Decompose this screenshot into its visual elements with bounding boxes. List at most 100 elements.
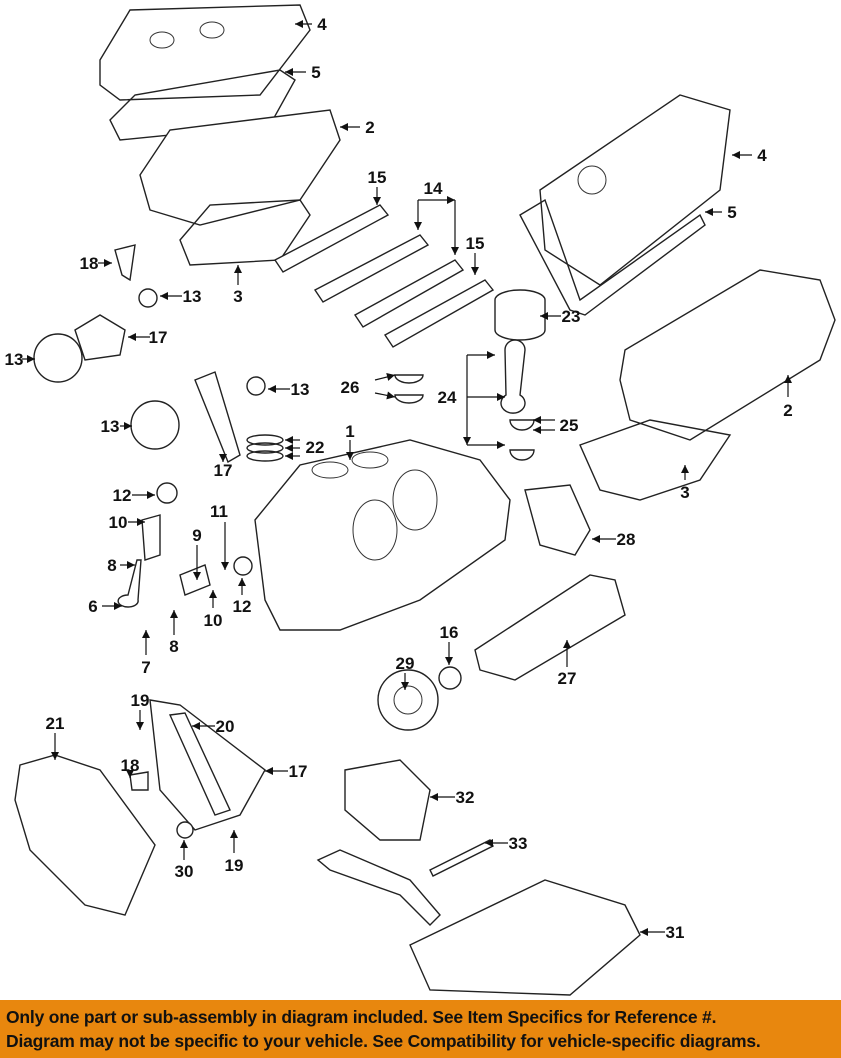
seal — [246, 376, 266, 396]
head-gasket-right — [579, 419, 732, 501]
callout-21: 21 — [46, 714, 65, 733]
connecting-rod — [500, 339, 526, 414]
valve-spring — [179, 564, 211, 596]
bearing-cap — [524, 484, 591, 556]
arrowhead-icon — [487, 351, 495, 359]
arrowhead-icon — [285, 452, 293, 460]
callout-17: 17 — [149, 328, 168, 347]
arrowhead-icon — [705, 208, 713, 216]
piston-rings — [246, 434, 284, 462]
callout-17: 17 — [289, 762, 308, 781]
arrowhead-icon — [386, 391, 395, 400]
oil-pan — [409, 879, 641, 996]
callout-19: 19 — [225, 856, 244, 875]
callout-8: 8 — [107, 556, 116, 575]
cylinder-bore — [392, 469, 438, 531]
arrowhead-icon — [540, 312, 548, 320]
oil-pump — [344, 759, 431, 841]
callout-3: 3 — [680, 483, 689, 502]
arrowhead-icon — [640, 928, 648, 936]
arrowhead-icon — [265, 767, 273, 775]
arrowhead-icon — [445, 657, 453, 665]
banner-line-2: Diagram may not be specific to your vehi… — [6, 1031, 761, 1051]
arrowhead-icon — [136, 722, 144, 730]
callout-31: 31 — [666, 923, 685, 942]
piston — [494, 289, 546, 341]
callout-28: 28 — [617, 530, 636, 549]
valve-cover-gasket-right — [519, 198, 706, 316]
callout-5: 5 — [727, 203, 736, 222]
arrowhead-icon — [533, 426, 541, 434]
cylinder-bore — [351, 451, 389, 469]
callout-13: 13 — [5, 350, 24, 369]
valve-cover-left — [99, 4, 311, 101]
arrowhead-icon — [386, 373, 395, 381]
arrowhead-icon — [219, 454, 227, 462]
arrowhead-icon — [592, 535, 600, 543]
rod-bearing — [509, 419, 535, 461]
callout-22: 22 — [306, 438, 325, 457]
arrowhead-icon — [114, 602, 122, 610]
crank-sprocket — [438, 666, 462, 690]
arrowhead-icon — [238, 578, 246, 586]
crankshaft — [474, 574, 626, 681]
arrowhead-icon — [784, 375, 792, 383]
callout-29: 29 — [396, 654, 415, 673]
arrowhead-icon — [147, 491, 155, 499]
valve-cover-right — [539, 94, 731, 286]
arrowhead-icon — [414, 222, 422, 230]
callout-12: 12 — [233, 597, 252, 616]
timing-cover — [14, 754, 156, 916]
head-gasket-left — [179, 199, 311, 266]
oil-filler-detail — [577, 165, 607, 195]
callout-18: 18 — [121, 756, 140, 775]
callout-15: 15 — [368, 168, 387, 187]
engine-block — [254, 439, 511, 631]
lifter — [156, 482, 178, 504]
chain-guide — [129, 771, 149, 791]
callout-20: 20 — [216, 717, 235, 736]
arrowhead-icon — [160, 292, 168, 300]
arrowhead-icon — [401, 682, 409, 690]
seal — [176, 821, 194, 839]
arrowhead-icon — [497, 441, 505, 449]
arrowhead-icon — [451, 247, 459, 255]
chain-guide — [168, 712, 231, 816]
sprocket — [130, 400, 180, 450]
arrowhead-icon — [104, 259, 112, 267]
arrowhead-icon — [180, 840, 188, 848]
timing-chain-lower — [149, 699, 266, 831]
arrowhead-icon — [295, 20, 303, 28]
arrowhead-icon — [170, 610, 178, 618]
callout-3: 3 — [233, 287, 242, 306]
arrowhead-icon — [346, 452, 354, 460]
timing-chain — [194, 371, 241, 464]
cylinder-head-right — [619, 269, 836, 441]
arrowhead-icon — [142, 630, 150, 638]
callout-labels: 1223344556788910101112121313131314151516… — [5, 15, 793, 942]
oil-tube — [429, 839, 494, 877]
callout-17: 17 — [214, 461, 233, 480]
arrowhead-icon — [285, 444, 293, 452]
part-shapes — [14, 4, 836, 996]
oil-filler-detail — [149, 21, 225, 49]
arrowhead-icon — [51, 752, 59, 760]
callout-16: 16 — [440, 623, 459, 642]
callout-13: 13 — [291, 380, 310, 399]
arrowhead-icon — [373, 197, 381, 205]
sprocket — [33, 333, 83, 383]
seal — [74, 314, 126, 361]
callout-18: 18 — [80, 254, 99, 273]
arrowhead-icon — [497, 393, 505, 401]
arrowhead-icon — [533, 416, 541, 424]
callout-6: 6 — [88, 597, 97, 616]
callout-8: 8 — [169, 637, 178, 656]
arrowhead-icon — [234, 265, 242, 273]
leader-lines — [22, 20, 792, 936]
arrowhead-icon — [285, 436, 293, 444]
arrowhead-icon — [463, 437, 471, 445]
valve — [117, 559, 142, 608]
callout-19: 19 — [131, 691, 150, 710]
callout-2: 2 — [783, 401, 792, 420]
